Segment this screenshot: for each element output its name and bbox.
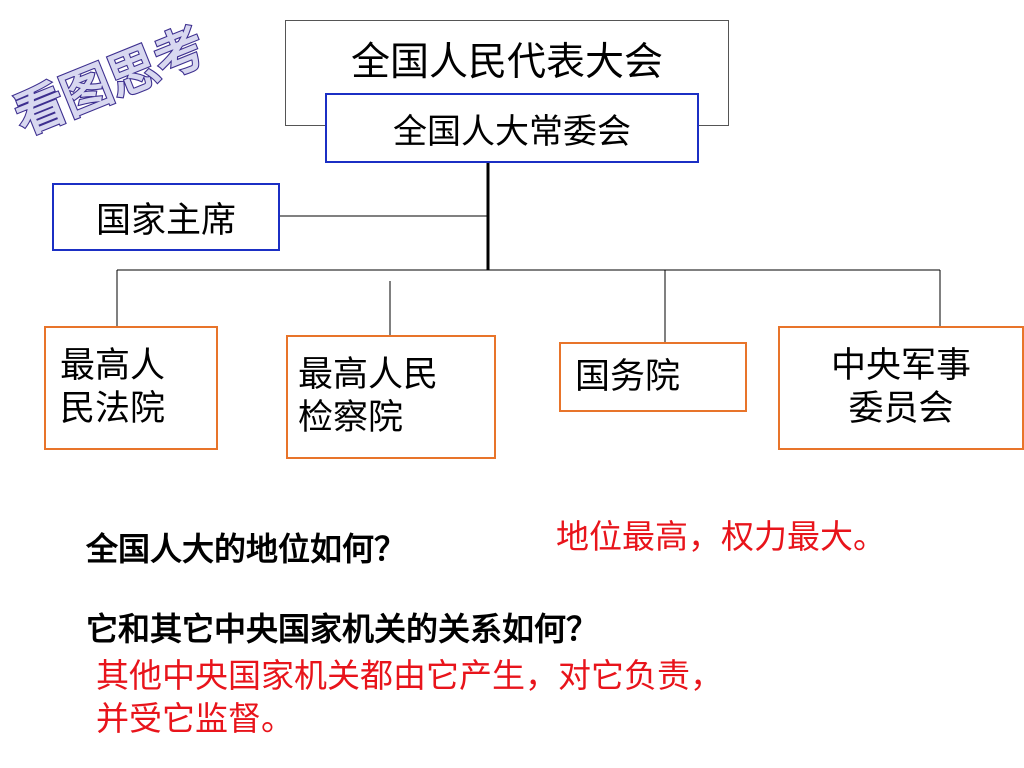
title-art-look-and-think: 看图思考 [5,16,214,147]
box-npc-label: 全国人民代表大会 [350,40,663,85]
box-state-council-label: 国务院 [575,356,681,397]
box-npc-standing-committee: 全国人大常委会 [325,93,699,163]
box-standing-label: 全国人大常委会 [393,111,631,152]
box-president: 国家主席 [52,183,280,251]
question-1: 全国人大的地位如何？ [86,530,407,568]
box-state-council: 国务院 [559,342,747,412]
answer-2: 其他中央国家机关都由它产生，对它负责， 并受它监督。 [96,656,723,738]
box-court-label: 最高人 民法院 [60,346,166,429]
question-2: 它和其它中央国家机关的关系如何？ [86,610,599,648]
box-procuratorate-label: 最高人民 检察院 [298,355,439,438]
box-supreme-procuratorate: 最高人民 检察院 [286,335,496,459]
box-supreme-court: 最高人 民法院 [44,326,218,450]
box-cmc-label: 中央军事 委员会 [830,346,971,429]
box-central-military-commission: 中央军事 委员会 [778,326,1024,450]
box-president-label: 国家主席 [95,200,236,241]
answer-1: 地位最高，权力最大。 [556,517,886,556]
